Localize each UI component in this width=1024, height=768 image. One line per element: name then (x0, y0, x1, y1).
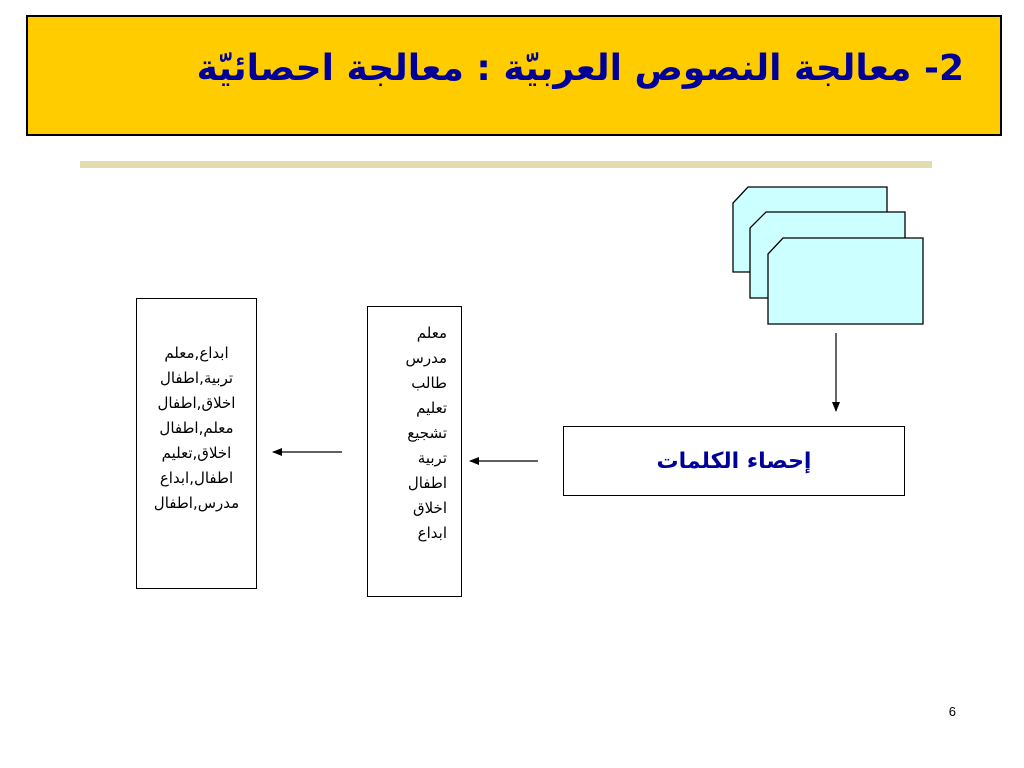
divider-line (80, 161, 932, 168)
list-item: طالب (411, 374, 447, 392)
list-item: تعليم (416, 399, 447, 417)
page-number: 6 (948, 704, 956, 719)
list-item: تربية,اطفال (159, 369, 234, 387)
word-pairs-list: ابداع,معلم تربية,اطفال اخلاق,اطفال معلم,… (137, 341, 256, 516)
list-item: مدرس,اطفال (153, 494, 240, 512)
word-count-step: إحصاء الكلمات (563, 426, 905, 496)
list-item: اخلاق (412, 499, 447, 517)
slide-title: 2- معالجة النصوص العربيّة : معالجة احصائ… (196, 48, 964, 89)
word-list: معلم مدرس طالب تعليم تشجيع تربية اطفال ا… (406, 321, 447, 546)
list-item: معلم,اطفال (159, 419, 234, 437)
list-item: تشجيع (407, 424, 447, 442)
list-item: تربية (417, 449, 447, 467)
list-item: معلم (416, 324, 447, 342)
list-item: اطفال (407, 474, 447, 492)
word-pairs-box: ابداع,معلم تربية,اطفال اخلاق,اطفال معلم,… (136, 298, 257, 589)
word-list-box: معلم مدرس طالب تعليم تشجيع تربية اطفال ا… (367, 306, 462, 597)
title-banner: 2- معالجة النصوص العربيّة : معالجة احصائ… (26, 15, 1002, 136)
list-item: ابداع,معلم (164, 344, 229, 362)
word-count-label: إحصاء الكلمات (656, 448, 812, 474)
list-item: اخلاق,تعليم (161, 444, 232, 462)
list-item: ابداع (417, 524, 447, 542)
list-item: اطفال,ابداع (159, 469, 234, 487)
list-item: اخلاق,اطفال (157, 394, 236, 412)
document-card-front (767, 237, 924, 325)
list-item: مدرس (405, 349, 447, 367)
